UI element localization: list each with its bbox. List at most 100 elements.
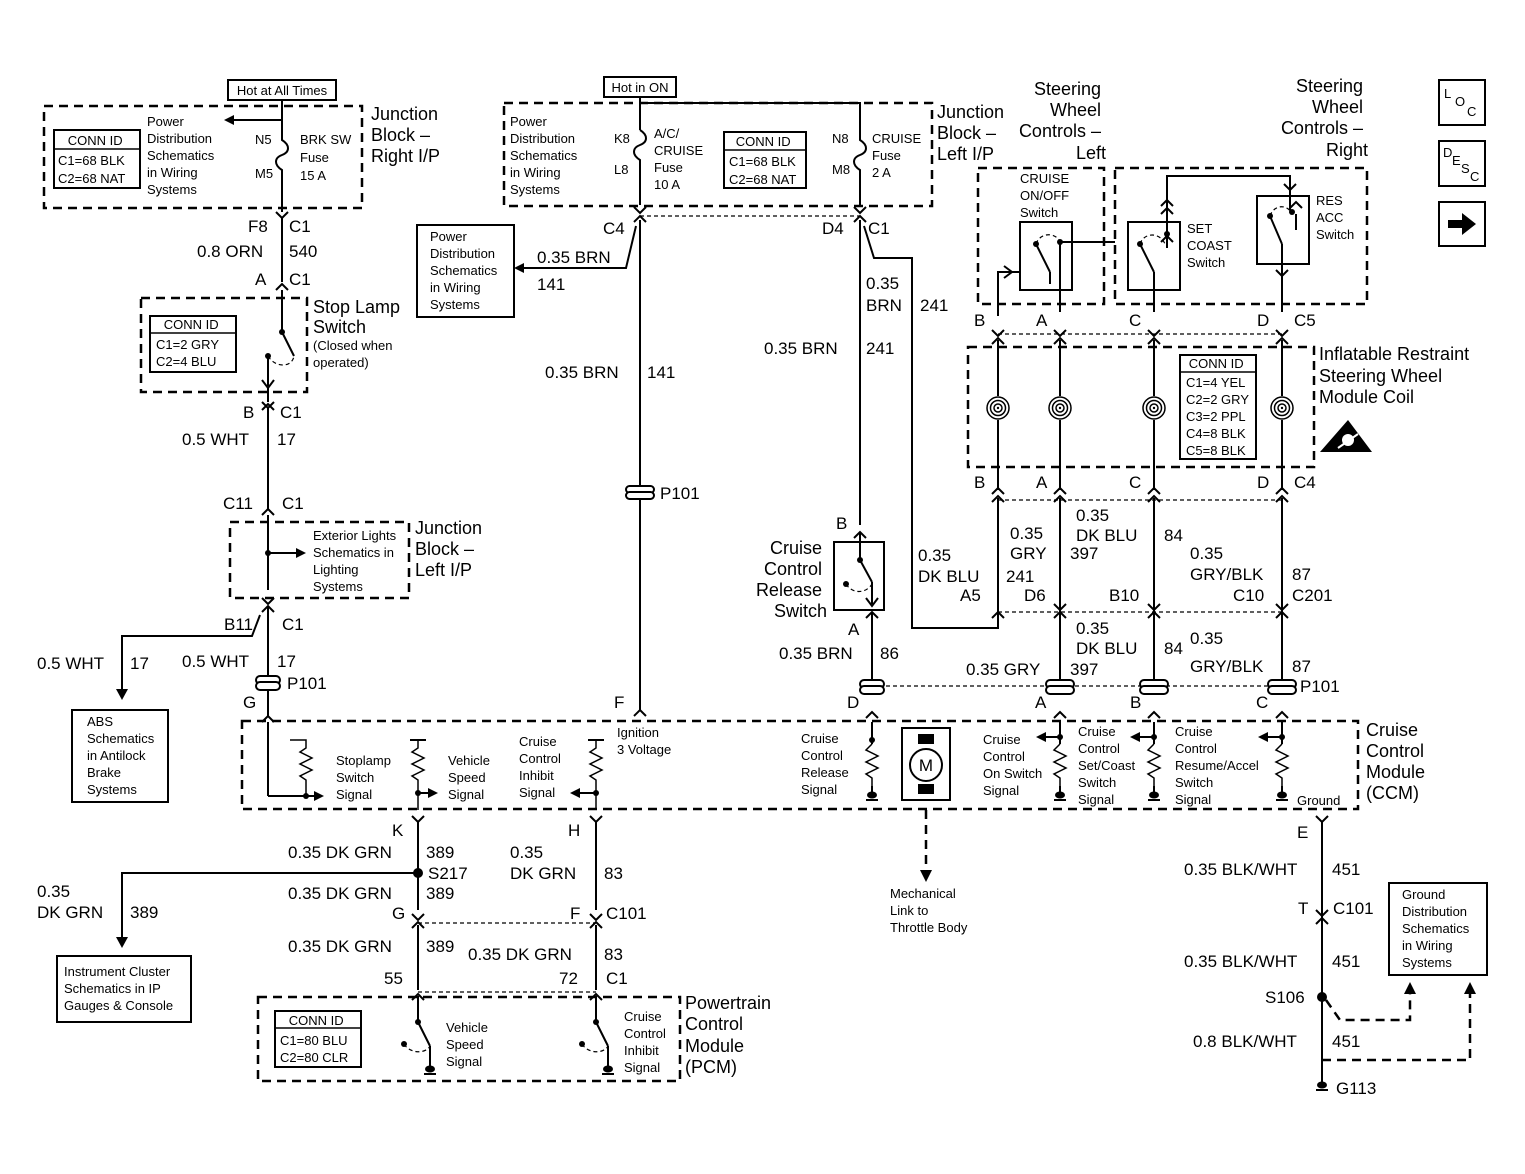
brown-wires: C4 0.35 BRN 141 0.35 BRN 141 P101 F D4 C…: [514, 219, 1005, 717]
svg-text:A: A: [1036, 473, 1048, 492]
svg-text:DK BLU: DK BLU: [918, 567, 979, 586]
junction-block-left: Hot in ON Power Distribution Schematics …: [502, 76, 1009, 223]
coil-conn-id: CONN ID C1=4 YEL C2=2 GRY C3=2 PPL C4=8 …: [1186, 356, 1252, 458]
powertrain-control-module: CONN ID C1=80 BLU C2=80 CLR Vehicle Spee…: [256, 993, 776, 1083]
svg-text:451: 451: [1332, 952, 1360, 971]
svg-text:C1: C1: [289, 217, 311, 236]
svg-text:M8: M8: [832, 162, 850, 177]
svg-text:84: 84: [1164, 639, 1183, 658]
pcm-conn-id: CONN ID C1=80 BLU C2=80 CLR: [280, 1013, 351, 1065]
svg-text:K8: K8: [614, 131, 630, 146]
svg-text:389: 389: [426, 843, 454, 862]
svg-text:0.35 BLK/WHT: 0.35 BLK/WHT: [1184, 860, 1297, 879]
svg-text:0.8 BLK/WHT: 0.8 BLK/WHT: [1193, 1032, 1297, 1051]
set-coast-label: SET COAST Switch: [1187, 221, 1235, 270]
svg-text:A: A: [1036, 311, 1048, 330]
next-button[interactable]: [1438, 201, 1486, 247]
svg-text:0.35 BRN: 0.35 BRN: [537, 248, 611, 267]
svg-text:C11: C11: [223, 494, 253, 513]
steering-wheel-controls: Steering Wheel Controls – Left Steering …: [974, 76, 1369, 345]
cruise-fuse-label: CRUISE Fuse 2 A: [872, 131, 925, 180]
svg-text:Power Distribution Sch: Power Distribution Schematics in Wiring …: [430, 229, 501, 312]
instrument-cluster-box: Instrument Cluster Schematics in IP Gaug…: [56, 955, 192, 1023]
svg-text:C1: C1: [289, 270, 311, 289]
svg-text:S106: S106: [1265, 988, 1305, 1007]
svg-text:Cruise Control Inhibit: Cruise Control Inhibit Signal: [624, 1009, 670, 1075]
svg-text:ABS Schematics in Anti: ABS Schematics in Antilock Brake Systems: [87, 714, 158, 797]
svg-text:D4: D4: [822, 219, 844, 238]
svg-text:C1: C1: [280, 403, 302, 422]
svg-text:17: 17: [130, 654, 149, 673]
svg-text:DK GRN: DK GRN: [510, 864, 576, 883]
svg-text:241: 241: [920, 296, 948, 315]
pcm-title: Powertrain Control Module (PCM): [685, 993, 776, 1077]
svg-text:K: K: [392, 821, 404, 840]
svg-text:17: 17: [277, 430, 296, 449]
svg-text:DK BLU: DK BLU: [1076, 639, 1137, 658]
stop-lamp-circuit: F8 C1 0.8 ORN 540 A C1 CONN ID C1=2 GRY …: [37, 205, 482, 723]
svg-text:F: F: [570, 904, 580, 923]
svg-text:83: 83: [604, 864, 623, 883]
svg-text:Ground: Ground: [1297, 793, 1340, 808]
svg-text:0.5 WHT: 0.5 WHT: [182, 430, 249, 449]
res-acc-label: RES ACC Switch: [1316, 193, 1354, 242]
svg-text:0.35: 0.35: [37, 882, 70, 901]
svg-text:C101: C101: [606, 904, 647, 923]
cruise-control-module: Cruise Control Module (CCM) Stoplamp Swi…: [240, 719, 1425, 935]
svg-text:B: B: [974, 311, 985, 330]
svg-text:86: 86: [880, 644, 899, 663]
svg-text:E: E: [1297, 823, 1308, 842]
desc-button[interactable]: D E S C: [1438, 140, 1486, 187]
fuse-symbol: [275, 120, 289, 205]
svg-text:0.35 DK GRN: 0.35 DK GRN: [468, 945, 572, 964]
svg-text:C5: C5: [1294, 311, 1316, 330]
svg-text:A5: A5: [960, 586, 981, 605]
svg-text:0.35: 0.35: [918, 546, 951, 565]
mechanical-link-label: Mechanical Link to Throttle Body: [890, 886, 968, 935]
pin-m5: M5: [255, 166, 273, 181]
svg-text:DK BLU: DK BLU: [1076, 526, 1137, 545]
loc-button[interactable]: L O C: [1438, 79, 1486, 126]
svg-text:17: 17: [277, 652, 296, 671]
cruise-control-release-switch: Cruise Control Release Switch A 0.35 BRN…: [756, 532, 899, 719]
conn-id-table-2: CONN ID C1=68 BLK C2=68 NAT: [729, 134, 799, 187]
hot-at-all-times-label: Hot at All Times: [237, 83, 328, 98]
svg-text:GRY/BLK: GRY/BLK: [1190, 565, 1264, 584]
ground-distribution-box: Ground Distribution Schematics in Wiring…: [1388, 882, 1488, 976]
svg-text:0.35 GRY: 0.35 GRY: [966, 660, 1040, 679]
exterior-lights-text: Exterior Lights Schematics in Lighting S…: [313, 528, 400, 594]
svg-text:C4: C4: [1294, 473, 1316, 492]
svg-text:GRY/BLK: GRY/BLK: [1190, 657, 1264, 676]
svg-text:397: 397: [1070, 660, 1098, 679]
svg-text:0.35 DK GRN: 0.35 DK GRN: [288, 843, 392, 862]
svg-text:Instrument Cluster Schemat: Instrument Cluster Schematics in IP Gaug…: [64, 964, 174, 1013]
svg-text:A: A: [1035, 693, 1047, 712]
svg-text:0.35: 0.35: [510, 843, 543, 862]
conn-id-table: CONN ID C1=68 BLK C2=68 NAT: [58, 133, 128, 186]
svg-text:C1: C1: [282, 615, 304, 634]
abs-schematics-box: ABS Schematics in Antilock Brake Systems: [71, 709, 169, 803]
desc-icon: D E S C: [1443, 145, 1479, 184]
pcm-wiring: K 0.35 DK GRN 389 S217 0.35 DK GRN 389 0…: [37, 815, 647, 1001]
svg-text:Ground Distribution Sc: Ground Distribution Schematics in Wiring…: [1402, 887, 1473, 970]
svg-text:0.35 BRN: 0.35 BRN: [779, 644, 853, 663]
svg-text:DK GRN: DK GRN: [37, 903, 103, 922]
svg-text:389: 389: [426, 884, 454, 903]
pds-box: Power Distribution Schematics in Wiring …: [416, 224, 515, 318]
svg-text:D6: D6: [1024, 586, 1046, 605]
hot-in-on-label: Hot in ON: [611, 80, 668, 95]
svg-text:83: 83: [604, 945, 623, 964]
svg-text:C1: C1: [606, 969, 628, 988]
jb-left-title: Junction Block – Left I/P: [937, 102, 1009, 164]
svg-text:Cruise Control Set/Coa: Cruise Control Set/Coast Switch Signal: [1078, 724, 1139, 807]
svg-text:Vehicle Speed Signal: Vehicle Speed Signal: [448, 753, 494, 802]
jb-right-title: Junction Block – Right I/P: [371, 104, 443, 166]
svg-text:B: B: [243, 403, 254, 422]
svg-text:451: 451: [1332, 860, 1360, 879]
svg-text:D: D: [1257, 473, 1269, 492]
svg-text:G: G: [392, 904, 405, 923]
svg-text:0.35 BRN: 0.35 BRN: [764, 339, 838, 358]
pds-ref-text-2: Power Distribution Schematics in Wiring …: [510, 114, 581, 197]
svg-text:G: G: [243, 693, 256, 712]
svg-text:D: D: [1257, 311, 1269, 330]
